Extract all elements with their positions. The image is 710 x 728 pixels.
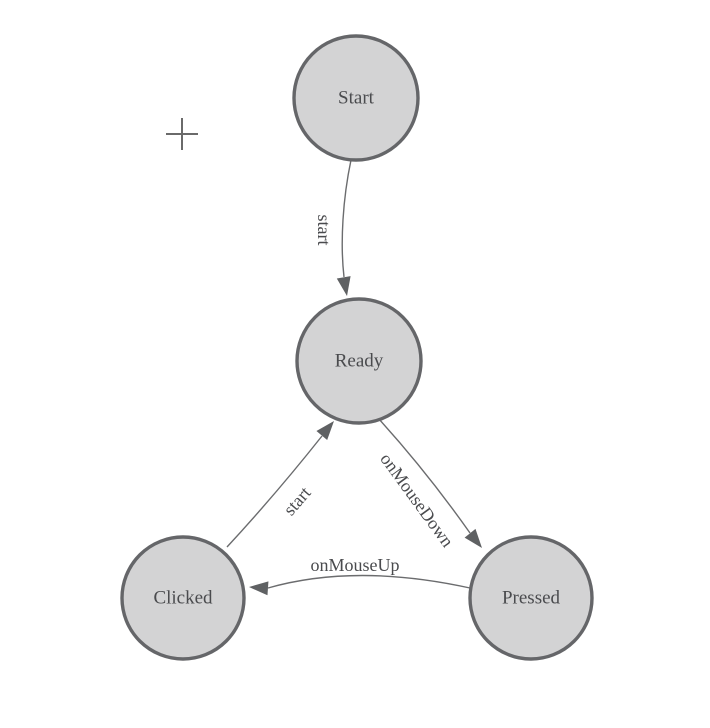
state-label-clicked: Clicked <box>153 588 213 609</box>
transition-line-clicked-to-ready[interactable] <box>226 435 323 548</box>
state-circle-pressed[interactable] <box>468 535 594 661</box>
arrowhead-icon <box>249 581 269 596</box>
transition-clicked-to-ready[interactable]: start <box>226 421 334 548</box>
transition-ready-to-pressed[interactable]: onMouseDown <box>376 417 482 551</box>
state-node-start[interactable]: Start <box>292 34 420 162</box>
state-node-pressed[interactable]: Pressed <box>468 535 594 661</box>
state-label-pressed: Pressed <box>502 588 561 609</box>
state-node-ready[interactable]: Ready <box>295 297 423 425</box>
transition-label-pressed-to-clicked[interactable]: onMouseUp <box>311 555 400 575</box>
arrowhead-icon <box>316 421 334 441</box>
state-label-ready: Ready <box>335 351 384 372</box>
arrowhead-icon <box>336 276 351 296</box>
state-circle-ready[interactable] <box>295 297 423 425</box>
state-node-clicked[interactable]: Clicked <box>120 535 246 661</box>
transition-start-to-ready[interactable]: start <box>314 159 352 296</box>
add-crosshair-icon[interactable] <box>166 118 198 150</box>
state-circle-clicked[interactable] <box>120 535 246 661</box>
transition-line-pressed-to-clicked[interactable] <box>267 574 471 589</box>
transition-line-start-to-ready[interactable] <box>341 159 352 278</box>
state-circle-start[interactable] <box>292 34 420 162</box>
arrowhead-icon <box>464 528 482 548</box>
transition-line-ready-to-pressed[interactable] <box>377 417 471 534</box>
state-label-start: Start <box>338 88 375 109</box>
transition-label-start-to-ready[interactable]: start <box>314 215 334 246</box>
transition-label-clicked-to-ready[interactable]: start <box>279 483 314 520</box>
transition-pressed-to-clicked[interactable]: onMouseUp <box>249 555 471 596</box>
